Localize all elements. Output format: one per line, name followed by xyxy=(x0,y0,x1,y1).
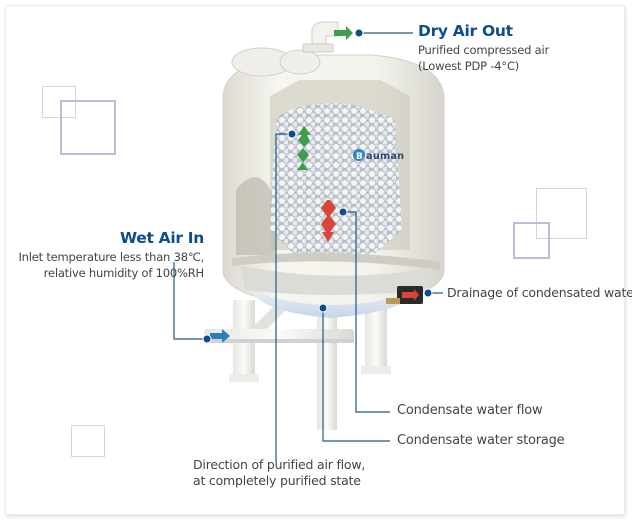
callout-dot xyxy=(354,28,364,38)
brand-logo-text: auman xyxy=(366,151,404,162)
decor-square xyxy=(60,100,116,155)
decor-square xyxy=(513,222,550,259)
decor-square xyxy=(71,425,105,457)
dry-air-out-arrow-icon xyxy=(334,26,353,40)
desiccant-bed xyxy=(270,103,402,258)
purified-flow-label-line1: Direction of purified air flow, xyxy=(193,457,366,472)
wet-air-in-title: Wet Air In xyxy=(119,229,204,247)
callout-dot xyxy=(318,303,328,313)
condensate-down-arrow-icon xyxy=(321,200,336,242)
wet-air-in-desc-line2: relative humidity of 100%RH xyxy=(43,266,205,280)
callout-dot xyxy=(338,207,348,217)
drainage-label: Drainage of condensated water xyxy=(447,285,632,300)
decor-square xyxy=(536,188,587,239)
brand-logo-icon xyxy=(353,149,365,161)
tank-leg xyxy=(317,305,337,430)
dry-air-out-title: Dry Air Out xyxy=(418,22,513,40)
condensate-storage-label: Condensate water storage xyxy=(397,433,565,448)
callout-dot xyxy=(202,334,212,344)
tank-leg xyxy=(365,300,387,370)
leader-line-condensate-storage xyxy=(322,308,390,442)
condensate-flow-label: Condensate water flow xyxy=(397,403,543,418)
purified-air-up-arrow-icon xyxy=(297,126,311,170)
leader-line-condensate-flow xyxy=(343,211,390,413)
purified-flow-label-line2: at completely purified state xyxy=(193,473,361,488)
svg-text:B: B xyxy=(356,152,363,162)
leader-line-wet-air-in xyxy=(173,262,206,340)
dry-air-out-desc-line2: (Lowest PDP -4°C) xyxy=(418,59,520,73)
dry-air-out-desc-line1: Purified compressed air xyxy=(418,43,550,57)
callout-dot xyxy=(423,288,433,298)
wet-air-in-desc-line1: Inlet temperature less than 38℃, xyxy=(18,250,204,264)
decor-square xyxy=(42,86,76,118)
wet-air-in-arrow-icon xyxy=(210,329,230,343)
leader-line-purified-flow xyxy=(275,133,292,462)
condensate-storage-area xyxy=(250,290,420,318)
callout-dot xyxy=(287,129,297,139)
